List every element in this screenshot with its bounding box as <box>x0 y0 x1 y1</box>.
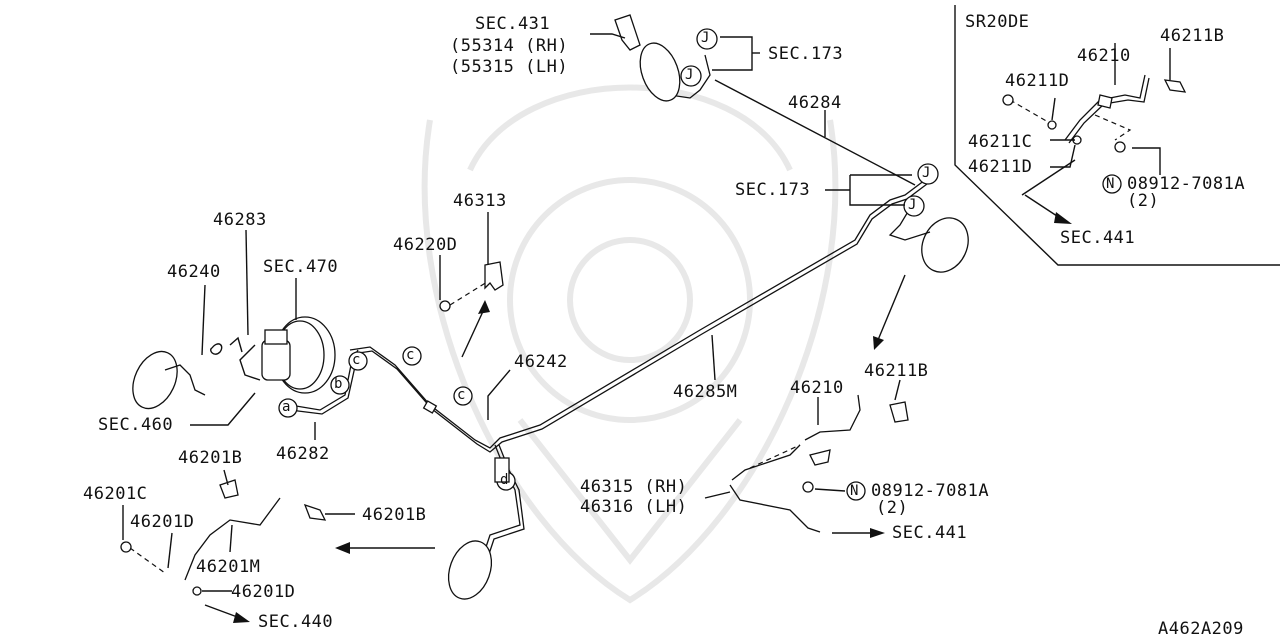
label-46201m: 46201M <box>196 557 261 577</box>
bolt-46220d <box>439 300 451 312</box>
label-sec440: SEC.440 <box>258 612 334 632</box>
callout-n-main: N <box>850 483 859 499</box>
callout-j-1: J <box>701 30 710 46</box>
leader-46284-line <box>714 79 916 186</box>
brake-line-46285m <box>349 179 926 449</box>
label-sec460: SEC.460 <box>98 415 174 435</box>
watermark-emblem <box>421 84 839 604</box>
label-46240: 46240 <box>167 262 221 282</box>
brake-disc-front-top <box>639 42 681 102</box>
callout-c-1: c <box>352 352 361 368</box>
callout-j-4: J <box>908 197 917 213</box>
label-55314-rh: (55314 (RH) <box>450 36 569 56</box>
label-sec470: SEC.470 <box>263 257 339 277</box>
label-46220d: 46220D <box>393 235 458 255</box>
label-sec441-main: SEC.441 <box>892 523 968 543</box>
label-46282: 46282 <box>276 444 330 464</box>
label-46285m: 46285M <box>673 382 738 402</box>
leader-lines <box>122 33 1171 592</box>
brake-hose-front-left <box>164 364 206 396</box>
callout-circles <box>278 28 1122 501</box>
inset-title: SR20DE <box>965 12 1030 32</box>
inset-border <box>954 5 1280 266</box>
label-46201d-top: 46201D <box>130 512 195 532</box>
brake-disc-front-right <box>921 217 969 273</box>
callout-n-inset: N <box>1106 176 1115 192</box>
inset-label-46211c: 46211C <box>968 132 1033 152</box>
callout-c-2: c <box>406 347 415 363</box>
label-sec173-top: SEC.173 <box>768 44 844 64</box>
label-46315-rh: 46315 (RH) <box>580 477 688 497</box>
bracket-sec431 <box>614 14 641 51</box>
brake-disc-rear <box>447 540 493 600</box>
brake-line-46284 <box>669 54 711 99</box>
callout-j-3: J <box>922 165 931 181</box>
callout-c-3: c <box>457 387 466 403</box>
brake-hose-front-right <box>888 204 931 241</box>
callout-a: a <box>282 399 291 415</box>
brake-booster <box>210 316 336 394</box>
brake-disc-front-left <box>132 350 178 410</box>
label-sec431: SEC.431 <box>475 14 551 34</box>
inset-label-46211d-bottom: 46211D <box>968 157 1033 177</box>
inset-label-46210: 46210 <box>1077 46 1131 66</box>
label-08912-main: 08912-7081A <box>871 481 990 501</box>
inset-label-sec441: SEC.441 <box>1060 228 1136 248</box>
label-46201d-bottom: 46201D <box>231 582 296 602</box>
label-46201c: 46201C <box>83 484 148 504</box>
inset-label-46211b: 46211B <box>1160 26 1225 46</box>
figure-code: A462A209 <box>1158 619 1244 638</box>
inset-label-qty: (2) <box>1127 191 1160 211</box>
label-55315-lh: (55315 (LH) <box>450 57 569 77</box>
callout-b: b <box>334 376 343 392</box>
callout-d: d <box>500 472 509 488</box>
label-46316-lh: 46316 (LH) <box>580 497 688 517</box>
label-46201b-top: 46201B <box>178 448 243 468</box>
label-qty-main: (2) <box>876 498 909 518</box>
inset-label-08912: 08912-7081A <box>1127 174 1246 194</box>
label-46210-main: 46210 <box>790 378 844 398</box>
label-46211b-main: 46211B <box>864 361 929 381</box>
callout-j-2: J <box>685 67 694 83</box>
label-46284: 46284 <box>788 93 842 113</box>
brake-hose-46210-main <box>804 394 861 441</box>
bracket-46313 <box>484 261 504 291</box>
label-46242: 46242 <box>514 352 568 372</box>
label-sec173-mid: SEC.173 <box>735 180 811 200</box>
clip-46211b-main <box>889 401 909 423</box>
label-46201b-right: 46201B <box>362 505 427 525</box>
brake-hose-46201m <box>184 497 281 581</box>
label-46313: 46313 <box>453 191 507 211</box>
brake-hose-46315 <box>729 484 821 533</box>
direction-arrows <box>204 194 1072 623</box>
label-46283: 46283 <box>213 210 267 230</box>
bolt-46201c <box>120 541 132 553</box>
inset-label-46211d-top: 46211D <box>1005 71 1070 91</box>
